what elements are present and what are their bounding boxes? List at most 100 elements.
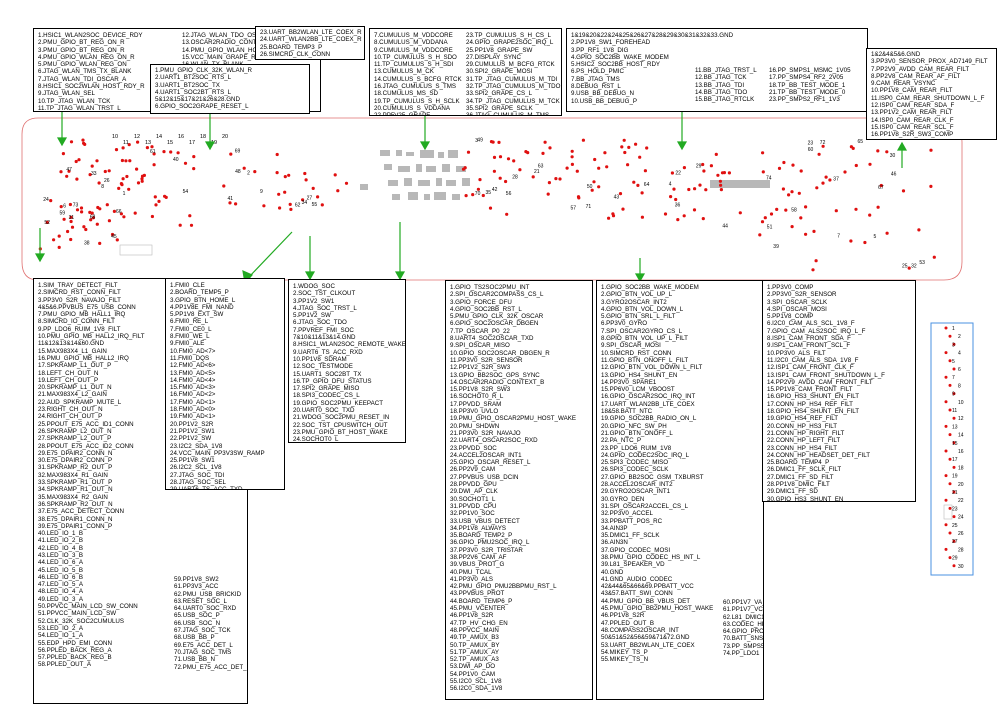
pin-dot xyxy=(758,233,762,237)
pin-entry: 3.GYRO2OSCAR_INT2 xyxy=(601,298,667,306)
pin-entry: 2.SOC_TST_CLKOUT xyxy=(293,290,356,298)
pin-dot xyxy=(289,207,293,211)
pin-dot xyxy=(804,205,808,209)
pin-dot xyxy=(674,197,678,202)
pin-entry: 23.RIGHT_CH_OUT_N xyxy=(38,406,103,414)
pin-entry: 55.I2C0_SCL_1V8 xyxy=(450,678,502,686)
pin-dot xyxy=(868,213,872,217)
pin-dot xyxy=(119,182,123,186)
pin-dot xyxy=(607,216,611,220)
pin-dot xyxy=(478,178,482,182)
pin-entry: 13.GPIO_HS4_SHUNT_EN xyxy=(601,371,678,379)
pin-entry: 18.FMI0_AD<0> xyxy=(170,406,216,414)
pin-dot xyxy=(727,171,732,175)
pin-dot xyxy=(229,152,233,156)
pin-entry: 11.TP_JTAG_WLAN_TRST_L xyxy=(38,104,121,112)
pin-dot xyxy=(491,140,495,144)
side-pin-dot xyxy=(952,342,956,346)
pin-entry: 22.SOC_TST_CPUSWITCH_OUT xyxy=(293,421,388,429)
pin-dot xyxy=(693,187,697,191)
pin-entry: 19.GPIO_SOC2PMU_KEEPACT xyxy=(293,399,383,407)
pin-entry: 24.RIGHT_CH_OUT_P xyxy=(38,413,103,421)
side-pin-label: 1 xyxy=(952,326,955,332)
pin-entry: 18.TP_BB_TEST_MODE_1 xyxy=(769,81,846,89)
pin-dot xyxy=(301,198,305,202)
pin-entry: 69.E75_ACC_DET_L xyxy=(174,641,233,649)
pin-entry: 46.LED_IO_6_B xyxy=(38,573,84,581)
pin-entry: 15.UART1_SOC2BT_TX xyxy=(293,370,362,378)
pin-dot xyxy=(96,205,100,210)
pin-dot xyxy=(49,199,53,203)
pin-dot xyxy=(125,174,129,179)
pin-dot xyxy=(929,148,933,152)
pin-entry: 5.PMU_GPIO_CLK_32K_OSCAR xyxy=(450,313,544,321)
pin-entry: 35.MAX983X4_R2_GAIN xyxy=(38,493,108,501)
pin-entry: 45.LED_IO_5_B xyxy=(38,566,84,574)
pin-entry: 1.GPIO_SOC2BB_WAKE_MODEM xyxy=(601,284,699,291)
pin-entry: 30.SOCHOT1_L xyxy=(450,495,496,503)
pin-dot xyxy=(115,238,119,242)
pin-dot xyxy=(95,222,99,226)
pin-dot xyxy=(698,183,702,187)
pin-entry: 14.OSCAR2RADIO_CONTEXT_B xyxy=(450,378,545,386)
pin-entry: 70.JTAG_SOC_TMS xyxy=(174,648,232,656)
board-pin-label: 14 xyxy=(156,134,162,140)
pin-entry: 35.BOARD_TEMP2_P xyxy=(450,532,513,540)
pin-entry: 74.PP_LDO1 xyxy=(723,650,760,658)
board-pin-label: 48 xyxy=(235,169,241,175)
side-pin-dot xyxy=(952,490,956,494)
pin-entry: 3.UART1_BT2SOC_TX xyxy=(155,81,220,89)
pin-entry: 21.PP1V2_SW1 xyxy=(170,427,215,435)
pin-entry: 17.UART_WLAN2BB_LTE_COEX xyxy=(601,400,695,408)
side-pin-dot xyxy=(952,392,956,396)
pin-entry: 59.PP1V8_SW2 xyxy=(174,576,219,583)
pin-entry: 26.SIMCRD_CLK_CONN xyxy=(260,50,331,58)
pin-entry: 1.WDOG_SOC xyxy=(293,283,335,290)
pin-entry: 63.RESET_SOC_L xyxy=(174,597,227,605)
board-pin-label: 42 xyxy=(492,187,498,193)
pin-entry: 6.GPIO_SOC2GRAPE_RESET_L xyxy=(155,103,249,111)
pin-entry: 13.CUMULUS_M_CK xyxy=(374,68,434,76)
pin-dot xyxy=(885,231,889,235)
pin-entry: 1.SIM_TRAY_DETECT_FILT xyxy=(38,282,118,289)
pin-dot xyxy=(481,193,485,198)
pin-entry: 19.GPIO_SOC2BB_RADIO_ON_L xyxy=(601,415,697,423)
pin-entry: 23.CONN_HP_HS4_FILT xyxy=(767,444,838,452)
pin-entry: 64.GPIO_PROX2SOC_IRQ_L xyxy=(723,628,764,636)
pin-entry: 38.E75_DPAIR1_CONN_N xyxy=(38,515,113,523)
pin-entry: 15.PP1V8_CAM_FRONT_FILT xyxy=(767,386,853,394)
side-pin-dot xyxy=(952,465,956,469)
side-pin-label: 25 xyxy=(952,523,958,529)
board-pin-label: 73 xyxy=(73,203,79,209)
pin-entry: 14.CUMULUS_S_BCFG_RTCK xyxy=(374,75,462,83)
pin-entry: 23.TP_CUMULUS_S_H_CS_L xyxy=(466,32,551,39)
pin-dot xyxy=(821,181,825,185)
board-pin-label: 50 xyxy=(587,184,593,190)
pin-entry: 15.PP6V0_LCM_VBOOST xyxy=(601,386,675,394)
pin-entry: 64.UART0_SOC_RXD xyxy=(174,605,237,613)
side-pin-label: 5 xyxy=(952,359,955,365)
pin-dot xyxy=(461,167,466,171)
pin-dot xyxy=(84,227,88,232)
pin-dot xyxy=(879,183,883,188)
pin-entry: 53.UART_BB2WLAN_LTE_COEX xyxy=(601,641,695,649)
pin-entry: 43&57.BATT_SWI_CONN xyxy=(601,590,673,598)
pin-entry: 13.FMI0_AD<5> xyxy=(170,369,216,377)
pin-dot xyxy=(82,225,86,229)
pin-entry: 40.GND xyxy=(601,568,624,576)
pin-dot xyxy=(834,209,838,213)
pin-entry: 3.PP_RF1_1V8_DIG xyxy=(571,46,629,54)
pin-entry: 20.GPIO_NFC_SW_PH xyxy=(601,422,667,430)
pin-entry: 52.CLK_32K_SOC2CUMULUS xyxy=(38,617,124,625)
pin-entry: 3.PMU_GPIO_BT_REG_ON_R xyxy=(38,46,125,54)
board-pin-label: 22 xyxy=(675,171,681,177)
pin-entry: 16.GPIO_OSCAR2SOC_IRQ_INT xyxy=(601,393,696,401)
pin-dot xyxy=(738,211,742,215)
pin-entry: 36.AIN3N xyxy=(601,539,628,547)
side-pin-label: 17 xyxy=(952,457,958,463)
pin-entry: 2.PP1V8_SW1_FOREHEAD xyxy=(571,39,651,47)
